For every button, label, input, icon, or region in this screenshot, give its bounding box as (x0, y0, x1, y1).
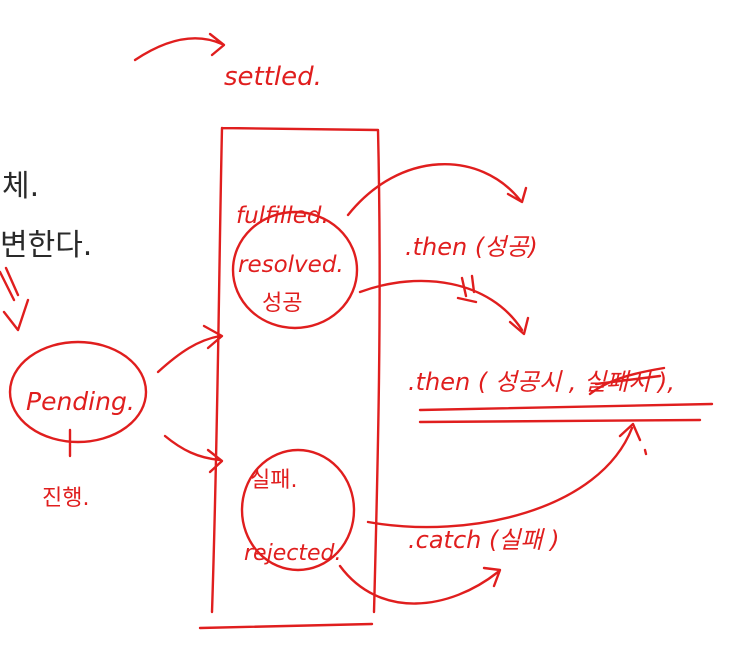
pending-sub-label: 진행. (42, 486, 89, 511)
pending-to-fulfilled-head (202, 324, 224, 350)
pending-to-rejected-head (206, 448, 224, 474)
then-both-label: .then ( 성공시 , 실패시 ), (408, 368, 675, 396)
pending-circle (8, 340, 148, 444)
fail-label: 실패. (250, 468, 297, 493)
settled-arrowhead (208, 32, 226, 57)
fulfilled-label: fulfilled. (236, 203, 329, 229)
fulfilled-to-then-head (506, 186, 528, 204)
resolved-label: resolved. (238, 252, 344, 278)
printed-line-2: 변한다. (0, 228, 92, 263)
rejected-to-catch-arrow (338, 564, 500, 605)
then-underline-2 (418, 418, 702, 424)
pending-to-rejected-arrow (163, 434, 222, 462)
catch-fail-label: .catch (실패 ) (408, 526, 560, 554)
fulfilled-to-then-both-head (508, 316, 530, 336)
rejected-to-then-both-head (618, 422, 642, 442)
success-label: 성공 (262, 291, 302, 316)
fail-strikethrough (588, 366, 666, 396)
fulfilled-to-then-both-arrow (358, 279, 524, 332)
then-underline-1 (418, 402, 714, 412)
rejected-to-catch-head (482, 566, 502, 588)
then-success-label: .then (성공) (405, 233, 538, 261)
settled-label: settled. (224, 62, 322, 92)
rejected-to-then-both-arrow (366, 426, 634, 529)
fulfilled-circle (231, 210, 359, 330)
rejected-label: rejected. (244, 541, 341, 566)
fulfilled-to-then-arrow (346, 163, 522, 217)
settled-box (198, 126, 381, 630)
rejected-circle (240, 448, 356, 572)
pending-label: Pending. (26, 387, 135, 416)
pending-to-fulfilled-arrow (156, 334, 222, 374)
small-dot (643, 448, 648, 456)
settled-arrow (133, 37, 224, 62)
left-down-arrow (0, 266, 30, 332)
printed-line-1: 체. (2, 169, 39, 204)
